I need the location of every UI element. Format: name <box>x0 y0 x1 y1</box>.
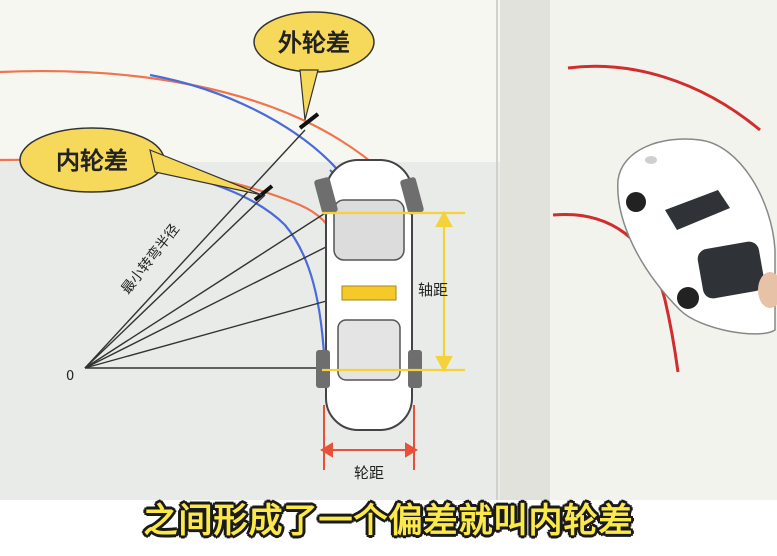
inner-track-diff-label: 内轮差 <box>56 147 128 175</box>
finger-hint <box>758 272 777 308</box>
wheelbase-dimension <box>322 210 465 373</box>
caption-band <box>0 500 777 556</box>
desk-gap <box>500 0 550 500</box>
wheelbase-label: 轴距 <box>418 281 448 299</box>
page-shaded-region <box>0 162 500 500</box>
outer-track-diff-label: 外轮差 <box>278 29 350 57</box>
track-width-dimension <box>320 405 418 470</box>
subtitle-caption: 之间形成了一个偏差就叫内轮差 <box>143 501 634 541</box>
toy-car <box>617 138 776 335</box>
demo-outer-line <box>567 64 761 132</box>
radius-lines <box>84 129 331 369</box>
track-width-label: 轮距 <box>354 464 384 482</box>
outer-track-diff-callout: 外轮差 <box>253 11 375 121</box>
outer-diff-tick <box>298 112 320 130</box>
origin-label: 0 <box>66 369 74 384</box>
inner-track-diff-callout: 内轮差 <box>19 127 263 196</box>
inner-diff-tick <box>253 184 274 202</box>
car-top-view <box>314 159 424 431</box>
